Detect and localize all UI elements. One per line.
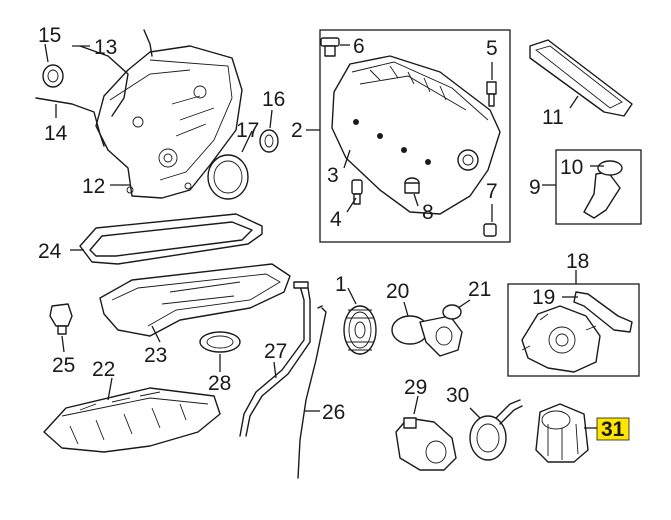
callout-5: 5 [486, 37, 498, 60]
callout-21: 21 [468, 278, 491, 301]
callout-10: 10 [560, 156, 583, 179]
sensor-plug [486, 81, 497, 107]
callout-26: 26 [322, 401, 345, 424]
callout-16: 16 [262, 88, 285, 111]
crank-pulley [343, 305, 377, 355]
callout-11: 11 [542, 106, 564, 129]
oil-filter [535, 403, 589, 463]
callout-30: 30 [446, 384, 469, 407]
callout-19: 19 [532, 286, 555, 309]
callout-13: 13 [94, 36, 117, 59]
oil-cooler [469, 399, 523, 461]
oil-filler-tube [583, 160, 623, 219]
lower-oil-pan [43, 387, 221, 453]
dipstick [297, 305, 327, 479]
callout-23: 23 [144, 344, 167, 367]
oil-pickup [391, 315, 463, 357]
callout-29: 29 [404, 376, 427, 399]
oil-filter-adapter [395, 417, 457, 471]
callout-24: 24 [38, 240, 62, 263]
callout-20: 20 [386, 280, 409, 303]
front-seal [42, 64, 64, 88]
callout-15: 15 [38, 24, 61, 47]
callout-18: 18 [566, 250, 589, 273]
callout-6: 6 [353, 35, 365, 58]
callout-1: 1 [335, 273, 347, 296]
callout-9: 9 [529, 176, 541, 199]
valve-cover-gasket [529, 39, 633, 117]
bracket-line [35, 97, 105, 147]
oil-filler-group-frame [555, 149, 642, 225]
upper-oil-pan [99, 263, 291, 337]
callout-8: 8 [422, 201, 434, 224]
callout-17: 17 [236, 119, 259, 142]
highlight-box [596, 417, 630, 441]
pcv-valve [351, 179, 363, 205]
o-ring [199, 331, 241, 353]
cylinder-head-group-frame [319, 29, 511, 243]
callout-25: 25 [52, 354, 75, 377]
callout-7: 7 [486, 180, 498, 203]
callout-2: 2 [291, 119, 303, 142]
small-o-ring [442, 304, 462, 320]
callout-3: 3 [327, 164, 339, 187]
callout-31: 31 [601, 418, 625, 441]
drain-plug [49, 303, 73, 335]
leader-lines [44, 43, 604, 429]
callout-labels: 1 2 3 4 5 6 7 8 9 10 11 12 13 14 15 16 1… [38, 24, 625, 441]
callout-14: 14 [44, 122, 68, 145]
oil-pan-gasket [79, 213, 263, 265]
cover-gasket [79, 29, 153, 117]
callout-22: 22 [92, 358, 115, 381]
cam-seal [259, 129, 279, 153]
callout-4: 4 [330, 208, 342, 231]
water-pump [521, 305, 601, 373]
dipstick-tube [239, 281, 311, 437]
grommet [404, 177, 420, 194]
water-pump-group-frame [507, 283, 640, 377]
grommet-small [483, 223, 497, 237]
valve-cover [331, 55, 501, 215]
callout-27: 27 [264, 340, 287, 363]
oil-cap [320, 37, 340, 57]
callout-12: 12 [82, 175, 105, 198]
crank-seal [207, 154, 249, 200]
callout-28: 28 [208, 372, 231, 395]
coolant-pipe [573, 291, 633, 333]
